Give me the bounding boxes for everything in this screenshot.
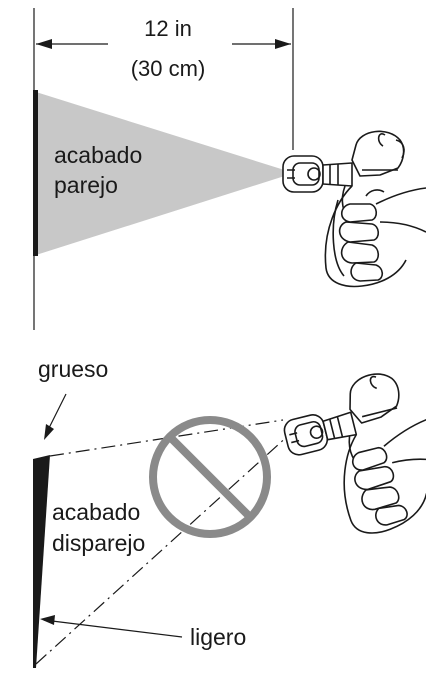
wall-surface (33, 90, 38, 256)
even-spray-fan (36, 92, 294, 255)
thin-coat-label: ligero (190, 624, 246, 650)
spray-gun-icon (282, 130, 426, 288)
even-finish-label-line1: acabado (54, 142, 142, 168)
uneven-finish-label-line1: acabado (52, 499, 140, 525)
even-finish-label-line2: parejo (54, 172, 118, 198)
uneven-finish-label-line2: disparejo (52, 530, 145, 556)
spray-edge-lower (35, 433, 291, 665)
distance-imperial-label: 12 in (144, 16, 192, 41)
thick-coat-pointer (44, 393, 67, 440)
tilted-spray-gun-icon (283, 373, 426, 534)
thin-coat-pointer (40, 615, 183, 638)
incorrect-technique-panel: grueso acabado disparejo ligero (33, 356, 426, 668)
no-symbol-icon (149, 416, 271, 538)
distance-metric-label: (30 cm) (131, 56, 206, 81)
thick-coat-label: grueso (38, 356, 108, 382)
correct-technique-panel: 12 in (30 cm) acabado parejo (33, 8, 426, 330)
distance-dimension-arrow (36, 39, 291, 49)
uneven-coating-wedge (33, 455, 50, 668)
